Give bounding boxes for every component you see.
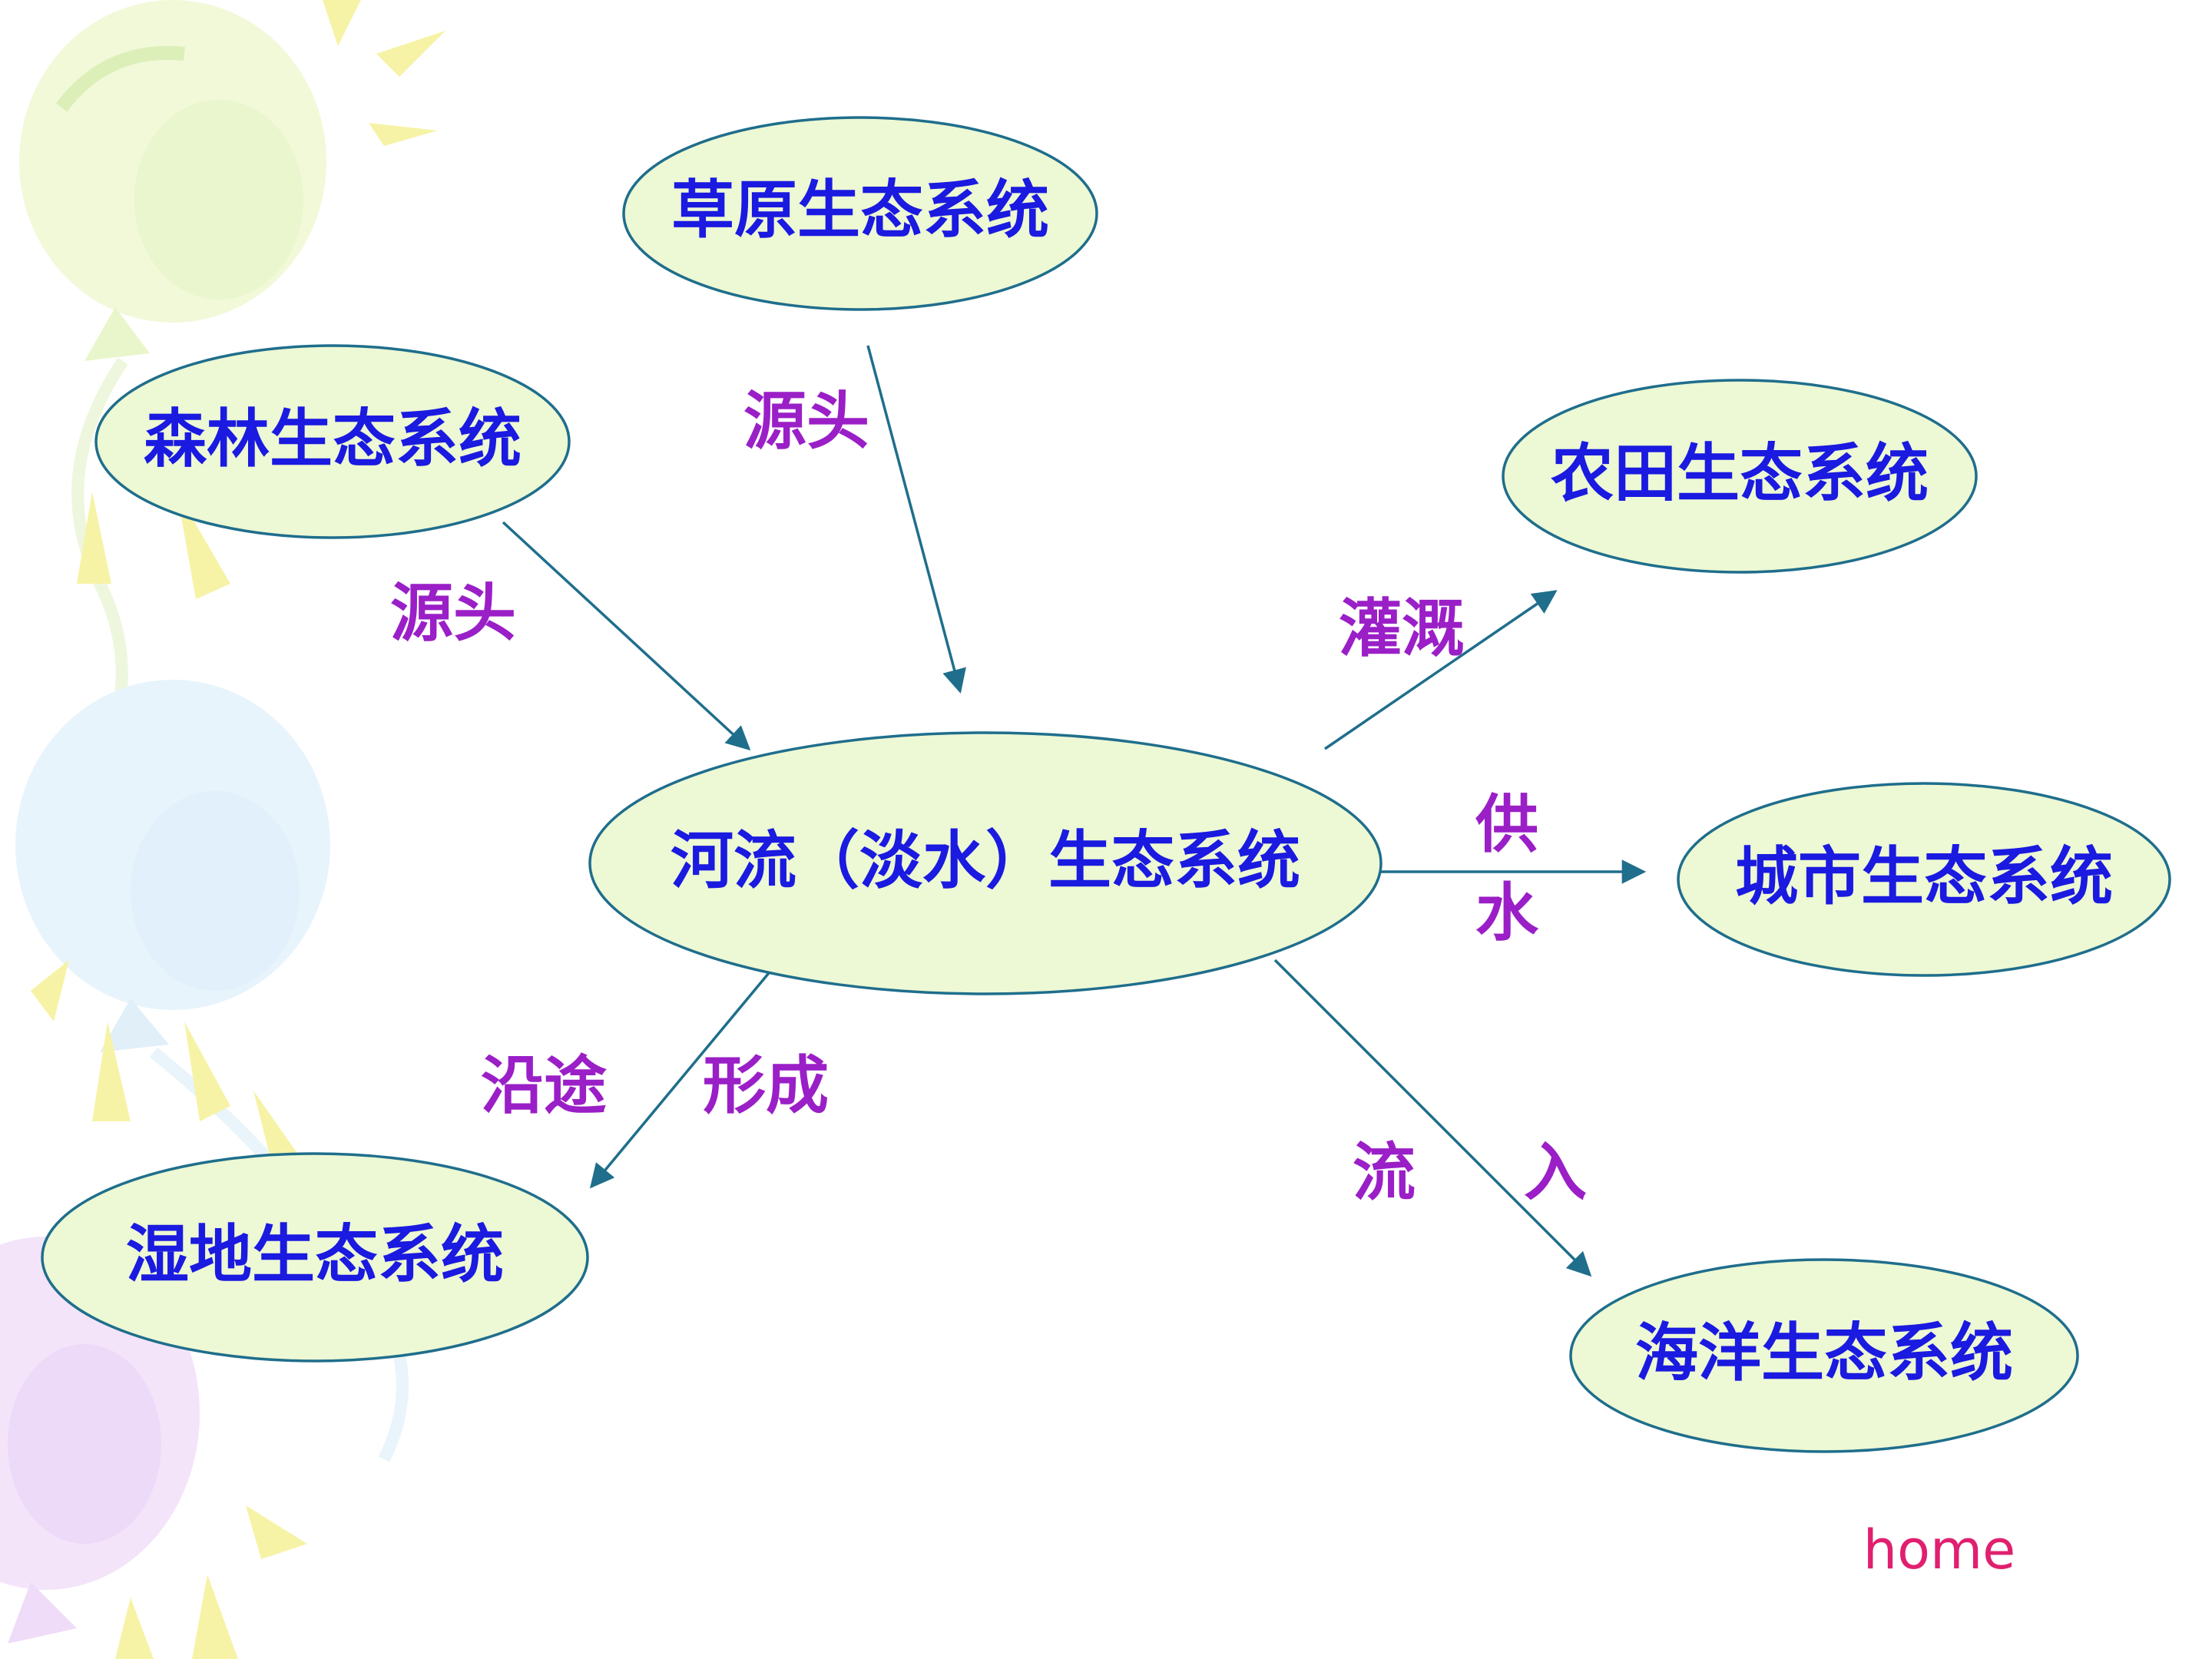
node-forest: 森林生态系统 [94, 344, 571, 539]
node-wetland-label: 湿地生态系统 [126, 1217, 504, 1291]
node-ocean: 海洋生态系统 [1569, 1258, 2079, 1453]
node-farmland-label: 农田生态系统 [1551, 436, 1929, 510]
label-supply-2: 水 [1475, 876, 1539, 949]
edge-labels: 源头 源头 灌溉 供 水 沿途 形成 流 入 [390, 384, 1587, 1209]
label-along: 沿途 [481, 1048, 607, 1122]
edge-grassland-river [866, 345, 966, 694]
node-farmland: 农田生态系统 [1502, 379, 1978, 574]
node-wetland: 湿地生态系统 [41, 1152, 589, 1363]
node-grassland-label: 草原生态系统 [671, 173, 1049, 247]
node-river: 河流（淡水）生态系统 [588, 731, 1382, 995]
edge-river-farmland [1324, 590, 1558, 750]
edges [502, 345, 1647, 1277]
label-irrigation: 灌溉 [1339, 591, 1465, 665]
node-city-label: 城市生态系统 [1735, 839, 2113, 913]
edge-forest-river [502, 521, 751, 751]
node-forest-label: 森林生态系统 [144, 402, 522, 475]
balloon-decoration [0, 0, 445, 1659]
label-forest-source: 源头 [390, 576, 516, 650]
label-supply-1: 供 [1475, 787, 1538, 861]
edge-river-wetland [589, 959, 781, 1189]
home-link[interactable]: home [1863, 1518, 2015, 1581]
node-river-label: 河流（淡水）生态系统 [671, 823, 1300, 897]
edge-river-ocean [1273, 959, 1592, 1277]
node-ocean-label: 海洋生态系统 [1635, 1316, 2013, 1389]
node-grassland: 草原生态系统 [622, 116, 1098, 311]
label-into: 入 [1524, 1135, 1587, 1209]
label-flow: 流 [1353, 1135, 1416, 1209]
node-city: 城市生态系统 [1677, 782, 2171, 977]
label-form: 形成 [703, 1048, 829, 1122]
label-grassland-source: 源头 [743, 384, 869, 458]
